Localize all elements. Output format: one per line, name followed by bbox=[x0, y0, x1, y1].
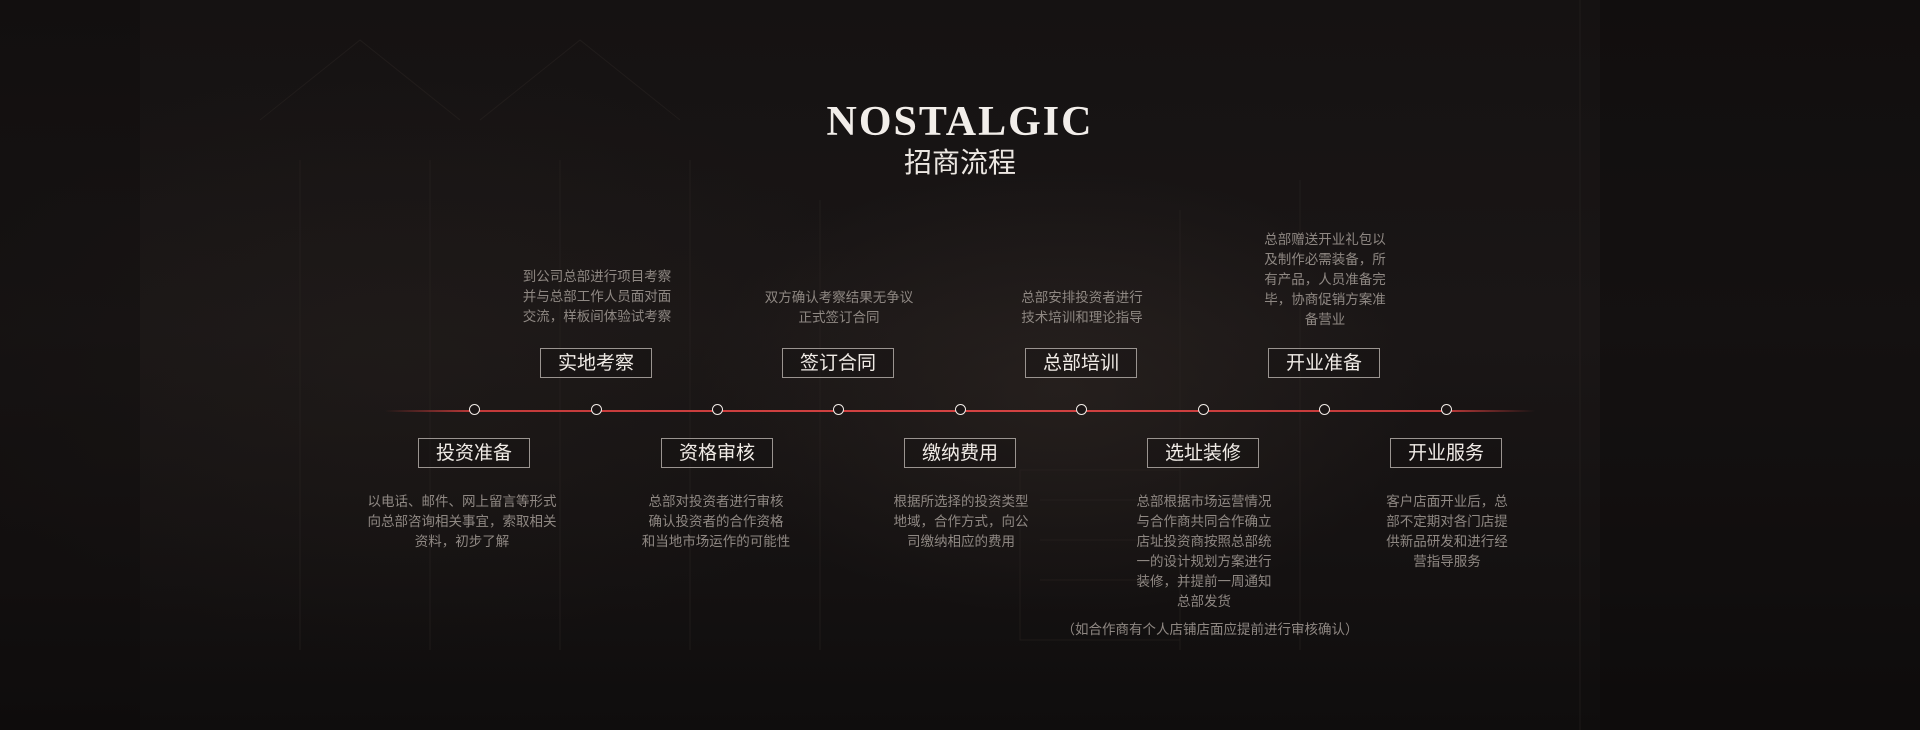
step-qualification-review-label: 资格审核 bbox=[661, 438, 773, 468]
step-sign-contract-label: 签订合同 bbox=[782, 348, 894, 378]
timeline-dot-2 bbox=[591, 404, 602, 415]
step-fee-payment-label: 缴纳费用 bbox=[904, 438, 1016, 468]
step-hq-training-description: 总部安排投资者进行 技术培训和理论指导 bbox=[1021, 290, 1143, 326]
step-opening-prep-description: 总部赠送开业礼包以 及制作必需装备，所 有产品，人员准备完 毕，协商促销方案准 … bbox=[1264, 232, 1386, 328]
step-site-visit-description: 到公司总部进行项目考察 并与总部工作人员面对面 交流，样板间体验试考察 bbox=[522, 269, 672, 325]
timeline-dot-9 bbox=[1441, 404, 1452, 415]
step-fee-payment-description: 根据所选择的投资类型 地域，合作方式，向公 司缴纳相应的费用 bbox=[893, 494, 1029, 550]
step-site-visit-label: 实地考察 bbox=[540, 348, 652, 378]
step-opening-service-description: 客户店面开业后，总 部不定期对各门店提 供新品研发和进行经 营指导服务 bbox=[1386, 494, 1508, 570]
timeline-dot-1 bbox=[469, 404, 480, 415]
step-hq-training-label: 总部培训 bbox=[1025, 348, 1137, 378]
timeline-dot-4 bbox=[833, 404, 844, 415]
step-sign-contract-description: 双方确认考察结果无争议 正式签订合同 bbox=[764, 290, 914, 326]
footnote: （如合作商有个人店铺店面应提前进行审核确认） bbox=[1061, 622, 1359, 638]
step-investment-prep-description: 以电话、邮件、网上留言等形式 向总部咨询相关事宜，索取相关 资料，初步了解 bbox=[367, 494, 557, 550]
step-qualification-review-description: 总部对投资者进行审核 确认投资者的合作资格 和当地市场运作的可能性 bbox=[641, 494, 791, 550]
step-opening-service-label: 开业服务 bbox=[1390, 438, 1502, 468]
timeline-dot-7 bbox=[1198, 404, 1209, 415]
timeline-dot-5 bbox=[955, 404, 966, 415]
brand-wordmark: NOSTALGIC bbox=[826, 99, 1094, 145]
step-site-renovation-description: 总部根据市场运营情况 与合作商共同合作确立 店址投资商按照总部统 一的设计规划方… bbox=[1136, 494, 1272, 610]
step-opening-prep-label: 开业准备 bbox=[1268, 348, 1380, 378]
step-site-renovation-label: 选址装修 bbox=[1147, 438, 1259, 468]
timeline-dot-8 bbox=[1319, 404, 1330, 415]
step-investment-prep-label: 投资准备 bbox=[418, 438, 530, 468]
page-title: 招商流程 bbox=[903, 146, 1016, 179]
timeline-dot-6 bbox=[1076, 404, 1087, 415]
timeline-dot-3 bbox=[712, 404, 723, 415]
